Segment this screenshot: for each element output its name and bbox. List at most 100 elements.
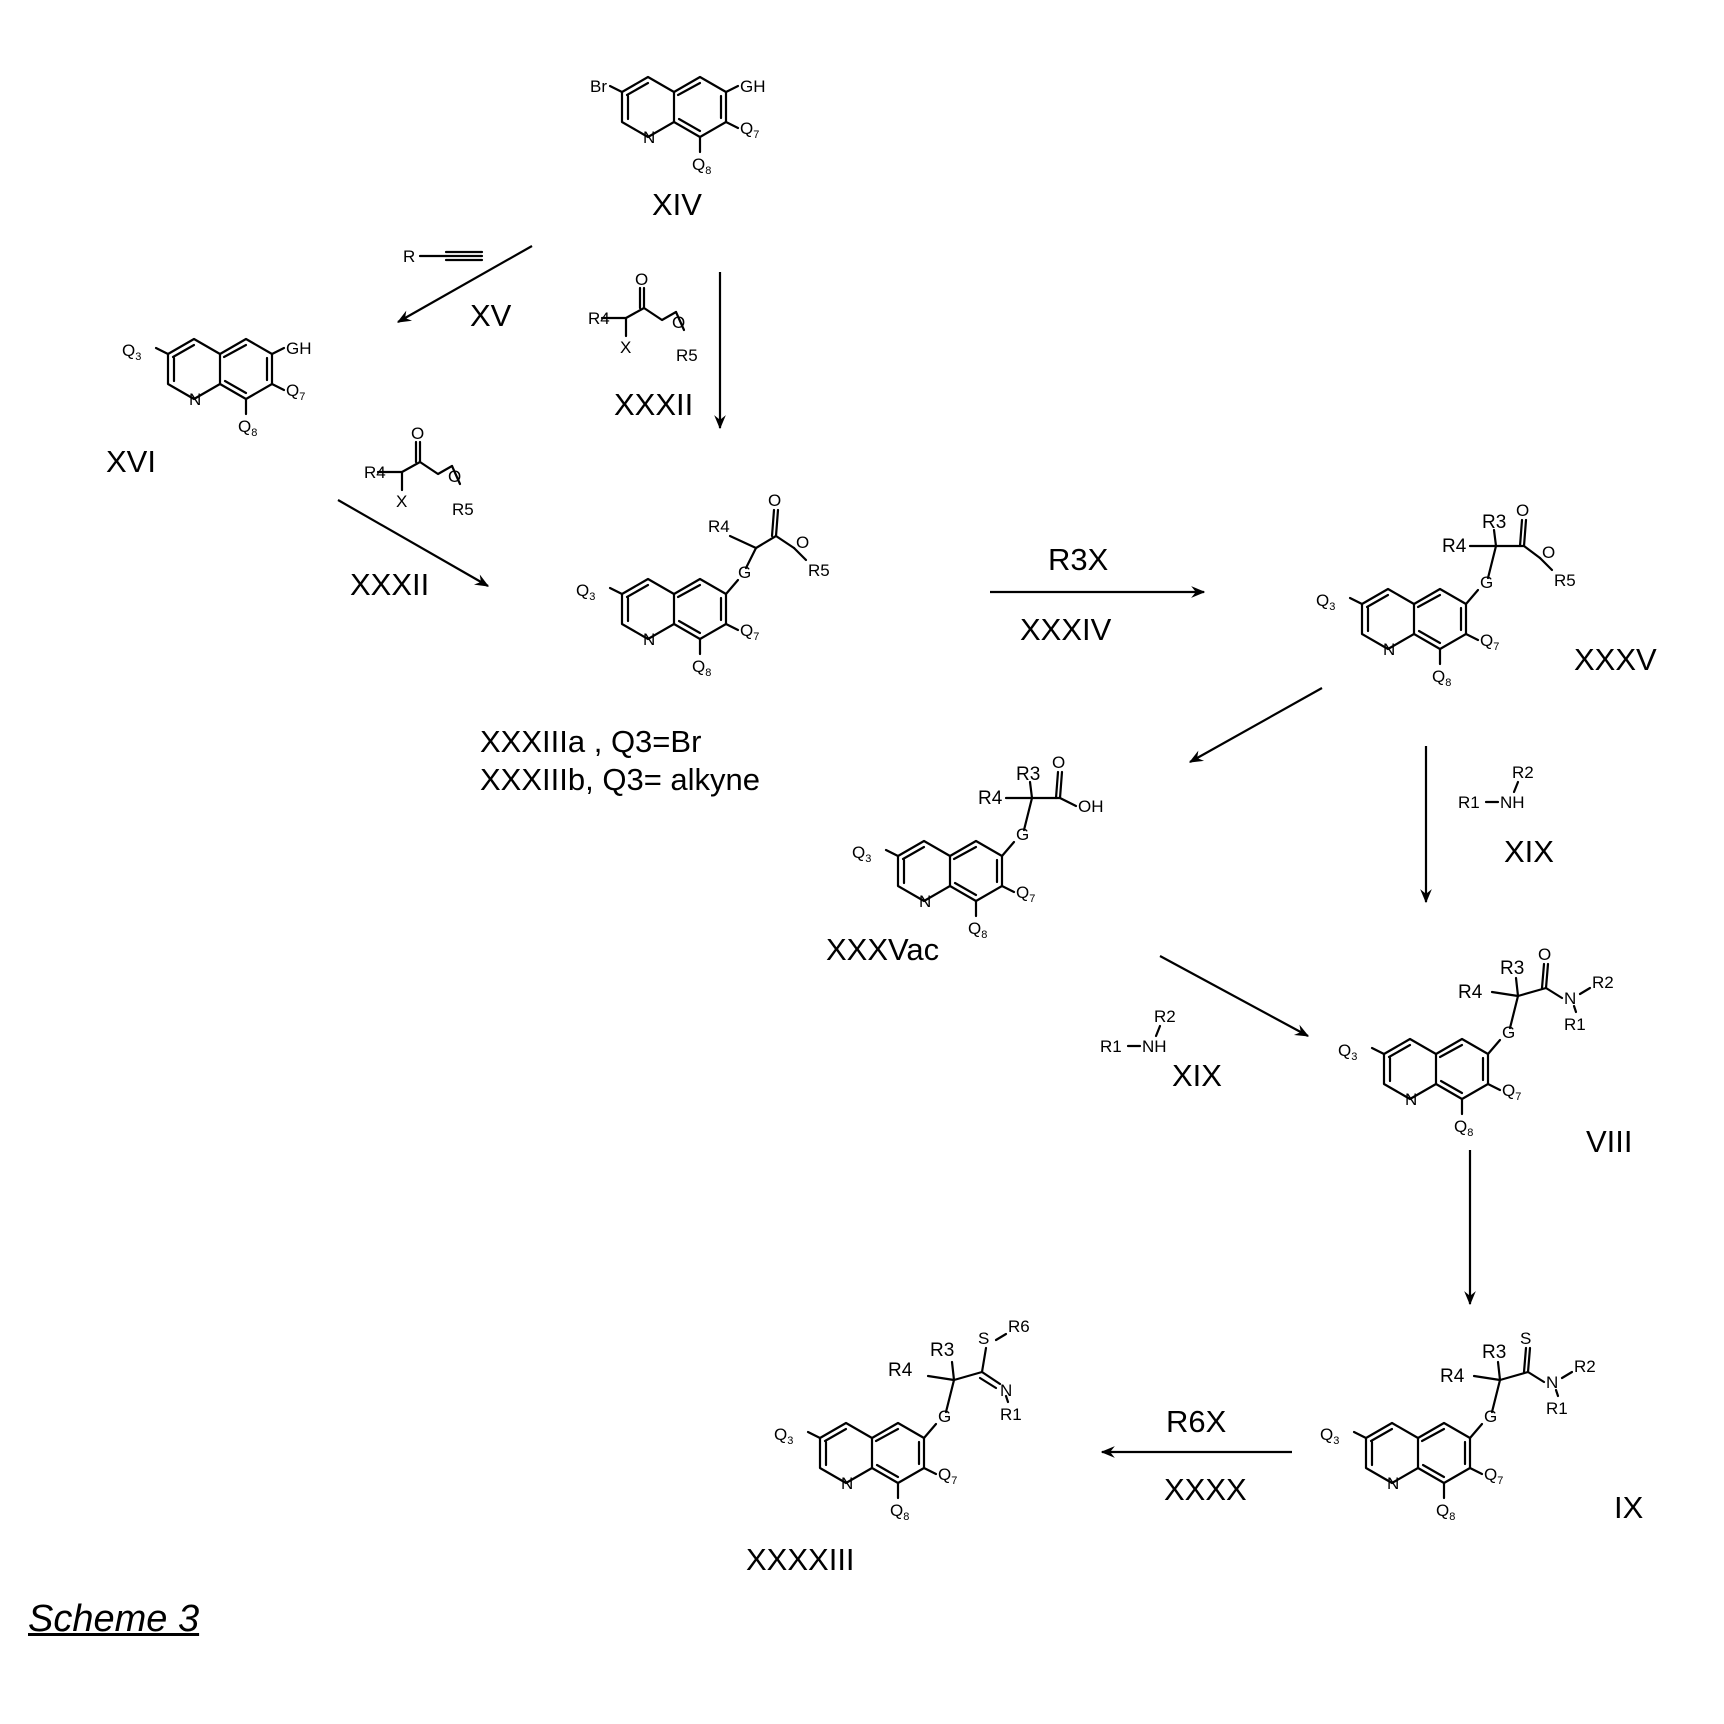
svg-text:R2: R2: [1574, 1357, 1596, 1376]
svg-text:R5: R5: [452, 500, 474, 519]
svg-text:R1: R1: [1564, 1015, 1586, 1034]
reagent-amine-right: R1 NH R2: [1458, 763, 1534, 812]
svg-text:R3: R3: [1482, 512, 1506, 533]
svg-text:R5: R5: [1554, 571, 1576, 590]
svg-text:Q3: Q3: [1320, 1425, 1339, 1447]
label-xxxiiia: XXXIIIa , Q3=Br: [480, 724, 701, 759]
svg-text:G: G: [1480, 573, 1493, 592]
compound-xxxvac: Q3 G R3 R4 O OH Q7 Q8 N: [852, 753, 1104, 941]
svg-text:R3: R3: [1016, 764, 1040, 785]
svg-text:N: N: [1387, 1474, 1399, 1493]
svg-text:G: G: [1484, 1407, 1497, 1426]
svg-text:R2: R2: [1592, 973, 1614, 992]
reagent-haloester-top: R4 O O X R5: [588, 270, 698, 365]
svg-text:R5: R5: [808, 561, 830, 580]
svg-text:Q7: Q7: [1502, 1081, 1521, 1103]
compound-ix: Q3 G R3 R4 S N R2 R1 Q7 Q8 N: [1320, 1329, 1596, 1523]
svg-text:Q8: Q8: [1454, 1117, 1473, 1139]
svg-text:N: N: [919, 892, 931, 911]
substituent-br: Br: [590, 77, 607, 96]
svg-text:N: N: [643, 630, 655, 649]
reagent-alkyne: R: [403, 247, 482, 266]
svg-text:R5: R5: [676, 346, 698, 365]
svg-text:Q8: Q8: [1432, 667, 1451, 689]
label-xxxiiib: XXXIIIb, Q3= alkyne: [480, 762, 760, 797]
label-xxxx: XXXX: [1164, 1472, 1247, 1507]
svg-text:R4: R4: [1440, 1366, 1465, 1387]
svg-text:R3: R3: [1482, 1342, 1506, 1363]
label-xxxv: XXXV: [1574, 642, 1657, 677]
svg-text:R1: R1: [1100, 1037, 1122, 1056]
svg-text:Q8: Q8: [968, 919, 987, 941]
svg-text:X: X: [620, 338, 631, 357]
substituent-q8-sub: 8: [705, 165, 711, 177]
svg-text:NH: NH: [1500, 793, 1525, 812]
label-xvi: XVI: [106, 444, 156, 479]
svg-text:O: O: [1516, 501, 1529, 520]
label-xix-mid: XIX: [1172, 1058, 1222, 1093]
svg-text:R2: R2: [1154, 1007, 1176, 1026]
svg-text:O: O: [448, 467, 461, 486]
label-xxxiv: XXXIV: [1020, 612, 1112, 647]
compound-xvi: Q3 GH Q7 Q8 N: [122, 339, 312, 439]
substituent-gh: GH: [740, 77, 766, 96]
svg-text:R2: R2: [1512, 763, 1534, 782]
compound-xxxv: Q3 G R3 R4 O O R5 Q7 Q8 N: [1316, 501, 1576, 689]
svg-text:R6: R6: [1008, 1317, 1030, 1336]
arrow-xxxvac-to-viii: [1160, 956, 1308, 1036]
substituent-q7: Q: [740, 119, 753, 138]
svg-text:Q8: Q8: [238, 417, 257, 439]
svg-text:R1: R1: [1000, 1405, 1022, 1424]
svg-text:OH: OH: [1078, 797, 1104, 816]
svg-text:Q8: Q8: [692, 155, 711, 177]
svg-text:R4: R4: [888, 1360, 913, 1381]
svg-text:N: N: [1000, 1381, 1012, 1400]
svg-text:Q8: Q8: [692, 657, 711, 679]
svg-text:O: O: [768, 491, 781, 510]
svg-text:O: O: [1052, 753, 1065, 772]
svg-text:S: S: [978, 1329, 989, 1348]
label-xiv: XIV: [652, 187, 702, 222]
svg-text:R: R: [403, 247, 415, 266]
compound-xiv: Br GH Q7 Q8 N: [590, 77, 766, 177]
svg-text:G: G: [1016, 825, 1029, 844]
arrow-xxxv-to-xxxvac: [1190, 688, 1322, 762]
svg-text:Q7: Q7: [740, 119, 759, 141]
svg-text:R4: R4: [978, 788, 1003, 809]
reagent-r6x: R6X: [1166, 1404, 1227, 1439]
label-xxxii-top: XXXII: [614, 387, 693, 422]
svg-text:R4: R4: [1458, 982, 1483, 1003]
svg-text:R4: R4: [588, 309, 610, 328]
substituent-q7-sub: 7: [753, 129, 759, 141]
svg-text:Q8: Q8: [1436, 1501, 1455, 1523]
svg-text:G: G: [1502, 1023, 1515, 1042]
compound-xxxiii: Q3 G R4 O O R5 Q7 Q8 N: [576, 491, 830, 679]
label-xv: XV: [470, 298, 512, 333]
svg-text:Q7: Q7: [938, 1465, 957, 1487]
svg-text:Q3: Q3: [852, 843, 871, 865]
svg-text:N: N: [1383, 640, 1395, 659]
substituent-q8: Q: [692, 155, 705, 174]
svg-text:S: S: [1520, 1329, 1531, 1348]
svg-text:Q7: Q7: [1484, 1465, 1503, 1487]
svg-text:R4: R4: [364, 463, 386, 482]
label-xix-right: XIX: [1504, 834, 1554, 869]
svg-text:N: N: [1546, 1373, 1558, 1392]
svg-text:G: G: [738, 563, 751, 582]
svg-text:R4: R4: [708, 517, 730, 536]
reagent-haloester-left: R4 O O X R5: [364, 424, 474, 519]
compound-xxxxiii: Q3 G R3 R4 S R6 N R1 Q7 Q8 N: [774, 1317, 1030, 1523]
svg-text:O: O: [672, 313, 685, 332]
svg-text:R1: R1: [1458, 793, 1480, 812]
svg-text:Q3: Q3: [1316, 591, 1335, 613]
label-viii: VIII: [1586, 1124, 1633, 1159]
svg-text:Q3: Q3: [122, 341, 141, 363]
svg-text:O: O: [635, 270, 648, 289]
compound-viii: Q3 G R3 R4 O N R2 R1 Q7 Q8 N: [1338, 945, 1614, 1139]
svg-text:Q8: Q8: [890, 1501, 909, 1523]
svg-text:R3: R3: [930, 1340, 954, 1361]
svg-text:R4: R4: [1442, 536, 1467, 557]
svg-text:N: N: [189, 390, 201, 409]
svg-text:G: G: [938, 1407, 951, 1426]
svg-text:X: X: [396, 492, 407, 511]
